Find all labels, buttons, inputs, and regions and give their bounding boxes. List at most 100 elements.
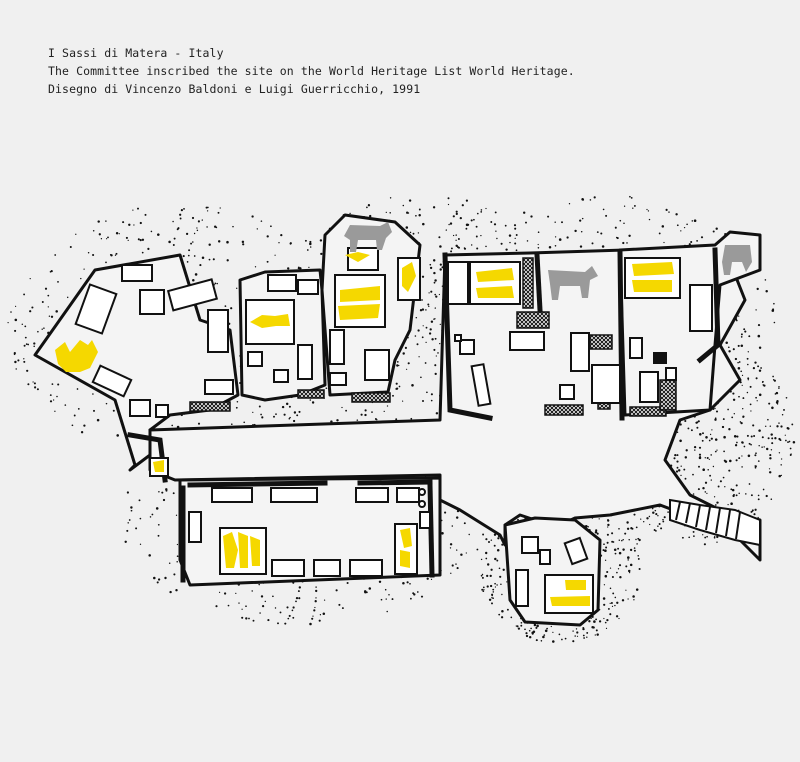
stipple-dot (723, 435, 726, 439)
stipple-dot (169, 590, 172, 594)
stipple-dot (73, 414, 76, 417)
stipple-dot (626, 527, 630, 530)
stipple-dot (611, 605, 614, 608)
stipple-dot (514, 242, 517, 245)
stipple-dot (748, 335, 751, 338)
stipple-dot (422, 325, 424, 327)
stipple-dot (501, 609, 504, 613)
stipple-dot (421, 275, 425, 278)
stipple-dot (128, 519, 131, 521)
stipple-dot (57, 383, 60, 386)
stipple-dot (572, 630, 574, 632)
stipple-dot (638, 567, 641, 571)
stipple-dot (588, 620, 591, 623)
stipple-dot (455, 212, 458, 216)
stipple-dot (429, 266, 433, 270)
stipple-dot (445, 229, 447, 231)
stipple-dot (741, 455, 743, 457)
stipple-dot (309, 246, 312, 248)
stipple-dot (494, 582, 496, 585)
stipple-dot (345, 409, 347, 412)
stipple-dot (450, 247, 453, 250)
stipple-dot (409, 582, 411, 585)
stipple-dot (734, 357, 738, 361)
stipple-dot (697, 420, 700, 423)
stipple-dot (749, 385, 752, 388)
stipple-dot (737, 367, 741, 370)
stipple-dot (778, 422, 780, 424)
stipple-dot (622, 538, 624, 541)
stipple-dot (750, 435, 753, 438)
stipple-dot (378, 580, 382, 584)
stipple-dot (76, 388, 79, 390)
stipple-dot (732, 398, 736, 402)
stipple-dot (694, 449, 696, 451)
stipple-dot (742, 415, 745, 418)
stipple-dot (416, 343, 419, 346)
stipple-dot (716, 449, 718, 451)
stipple-dot (698, 446, 702, 449)
stipple-dot (439, 342, 441, 345)
stipple-dot (197, 220, 200, 223)
stipple-dot (624, 532, 627, 535)
stipple-dot (141, 251, 144, 254)
stipple-dot (311, 617, 314, 620)
stipple-dot (603, 617, 605, 620)
stipple-dot (193, 255, 196, 257)
stipple-dot (417, 329, 420, 332)
stipple-dot (537, 243, 539, 246)
stipple-dot (23, 358, 25, 360)
stipple-dot (98, 233, 101, 236)
stipple-dot (176, 561, 178, 563)
stipple-dot (542, 635, 545, 639)
stipple-dot (747, 351, 749, 353)
stipple-dot (708, 458, 710, 461)
stipple-dot (168, 240, 171, 244)
stipple-dot (614, 596, 617, 599)
stipple-dot (264, 600, 267, 603)
caption-title: I Sassi di Matera - Italy (48, 46, 224, 60)
stipple-dot (554, 245, 557, 247)
stipple-dot (444, 511, 447, 514)
stipple-dot (745, 493, 747, 495)
stipple-dot (528, 629, 531, 632)
stipple-dot (763, 446, 765, 448)
stipple-dot (418, 213, 421, 217)
stipple-dot (598, 620, 602, 623)
caption-credit: Disegno di Vincenzo Baldoni e Luigi Guer… (48, 82, 421, 96)
stipple-dot (292, 616, 295, 619)
stipple-dot (547, 215, 550, 218)
stipple-dot (424, 362, 427, 364)
stipple-dot (14, 360, 17, 364)
stipple-dot (580, 231, 583, 233)
stipple-dot (492, 597, 494, 600)
stipple-dot (530, 215, 533, 218)
stipple-dot (750, 443, 752, 446)
stipple-dot (517, 627, 521, 630)
stipple-dot (157, 523, 160, 526)
stipple-dot (248, 617, 250, 620)
stipple-dot (684, 456, 688, 459)
stipple-dot (496, 548, 500, 552)
stipple-dot (755, 452, 757, 455)
stipple-dot (618, 539, 621, 542)
stipple-dot (251, 590, 253, 592)
stipple-dot (738, 361, 741, 363)
stipple-dot (658, 523, 661, 525)
stipple-dot (177, 227, 180, 230)
stipple-dot (356, 419, 359, 421)
stipple-dot (537, 231, 540, 234)
stipple-dot (496, 584, 498, 586)
stipple-dot (455, 563, 457, 565)
stipple-dot (510, 616, 513, 619)
stipple-dot (254, 266, 257, 268)
stipple-dot (758, 393, 762, 397)
stipple-dot (763, 384, 766, 387)
stipple-dot (364, 409, 367, 412)
stipple-dot (582, 634, 585, 637)
stipple-dot (206, 226, 208, 228)
stipple-dot (628, 539, 630, 541)
stipple-dot (295, 600, 297, 603)
stipple-dot (743, 328, 746, 331)
stipple-dot (544, 629, 548, 633)
